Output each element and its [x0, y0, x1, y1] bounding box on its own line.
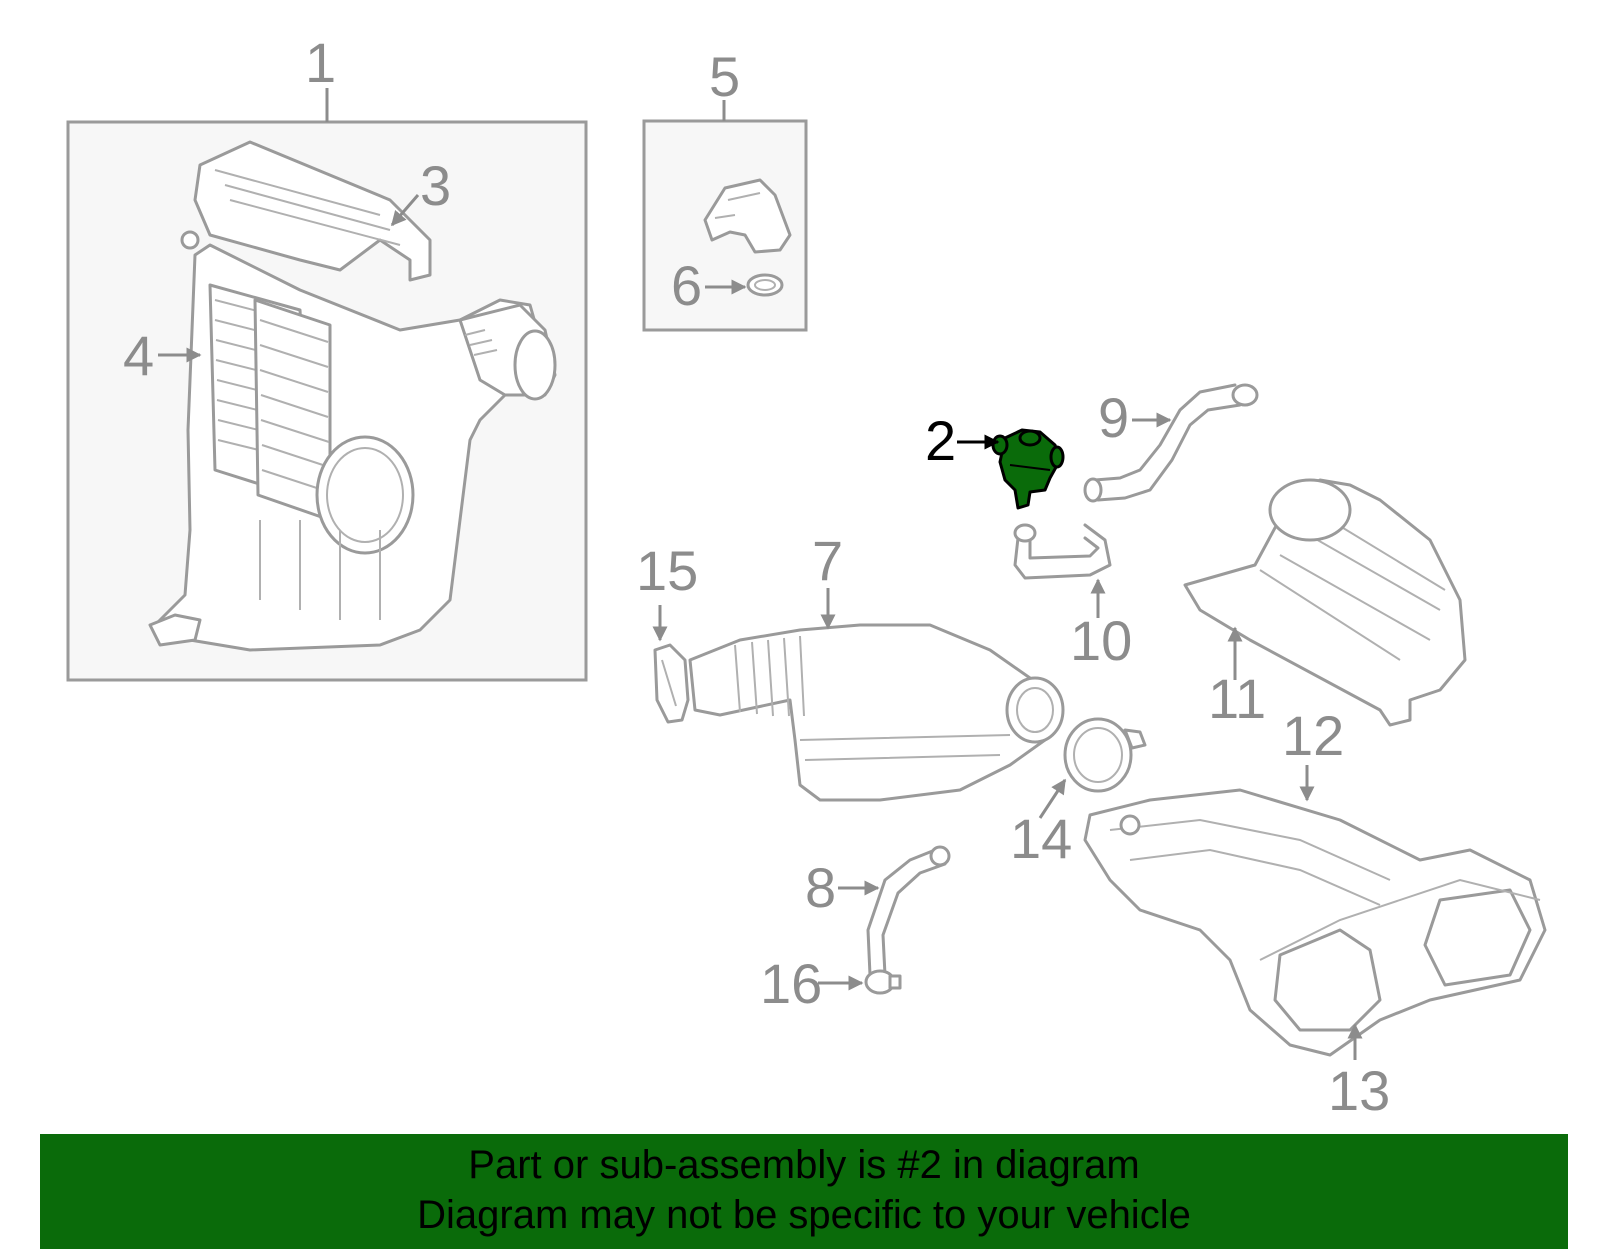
callout-13: 13	[1328, 1059, 1390, 1122]
sensor-drawing	[703, 178, 792, 297]
callout-5: 5	[709, 45, 740, 108]
banner-line-disclaimer: Diagram may not be specific to your vehi…	[417, 1193, 1191, 1237]
callout-10: 10	[1070, 609, 1132, 672]
callout-6: 6	[671, 254, 702, 317]
part-9-hose	[1083, 383, 1259, 503]
callout-15: 15	[636, 539, 698, 602]
air-cleaner-assembly-group: 1 3 4	[66, 31, 588, 682]
callout-9: 9	[1098, 386, 1129, 449]
callout-14-leader	[1038, 778, 1067, 819]
callout-3-leader	[390, 194, 420, 227]
callout-12: 12	[1282, 704, 1344, 767]
callout-7: 7	[812, 529, 843, 592]
part-12-intake-manifold	[1083, 788, 1547, 1057]
banner-line-part: Part or sub-assembly is #2 in diagram	[468, 1143, 1140, 1187]
part-16-clamp	[864, 969, 902, 995]
part-14-clamp-ring	[1063, 717, 1147, 793]
part-8-hose	[866, 845, 951, 977]
part-15-clamp	[653, 643, 690, 724]
part-10-hose	[1013, 523, 1112, 580]
callout-1: 1	[305, 31, 336, 94]
callout-8: 8	[805, 856, 836, 919]
air-cleaner-drawing	[148, 140, 557, 652]
o-ring-6	[746, 273, 784, 297]
callout-16: 16	[760, 952, 822, 1015]
info-banner: Part or sub-assembly is #2 in diagram Di…	[40, 1134, 1568, 1249]
callout-3: 3	[420, 154, 451, 217]
part-2-valve-highlighted	[991, 428, 1065, 510]
callout-4: 4	[123, 324, 154, 387]
callout-11: 11	[1208, 667, 1266, 730]
sensor-box-group: 5 6	[642, 45, 808, 332]
part-11-duct	[1183, 478, 1467, 727]
callout-2: 2	[925, 409, 956, 472]
part-7-intake-duct	[688, 623, 1065, 802]
